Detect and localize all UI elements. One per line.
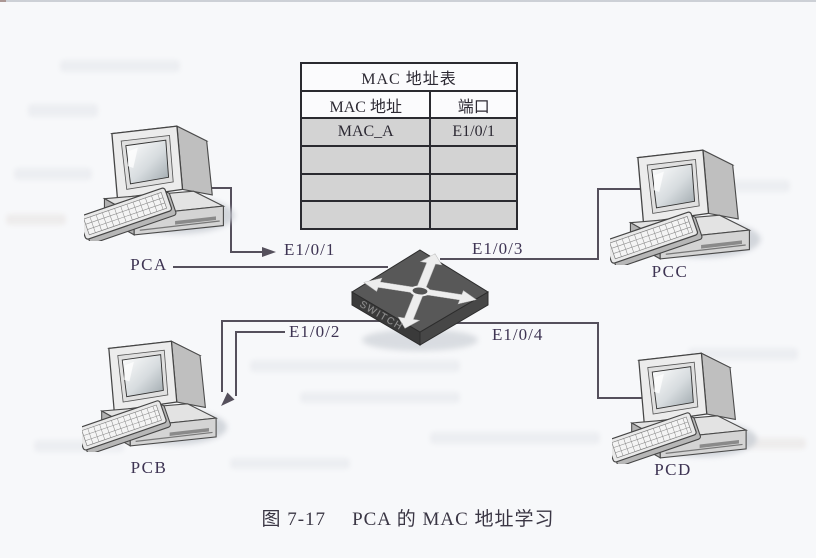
mac-table-cell-port bbox=[431, 147, 516, 173]
bleed-through-smudge bbox=[746, 438, 806, 449]
computer-icon bbox=[82, 318, 234, 452]
mac-table-cell-port bbox=[431, 202, 516, 228]
frame-arrowhead-to-e101-icon bbox=[262, 247, 276, 257]
bleed-through-smudge bbox=[430, 432, 600, 444]
bleed-through-smudge bbox=[60, 60, 180, 72]
switch-icon: SWITCH bbox=[351, 249, 489, 351]
mac-table-cell-mac bbox=[302, 174, 432, 201]
bleed-through-smudge bbox=[28, 104, 98, 117]
pc-label-pca: PCA bbox=[130, 255, 168, 274]
mac-table-cell-mac bbox=[302, 147, 432, 173]
frame-arrow-pcb-h bbox=[236, 331, 285, 333]
port-label-e101: E1/0/1 bbox=[284, 240, 336, 259]
bleed-through-smudge bbox=[6, 214, 66, 225]
mac-table-header-port: 端口 bbox=[457, 98, 490, 116]
mac-table-row bbox=[302, 202, 516, 229]
switch-node: SWITCH bbox=[342, 240, 492, 358]
bleed-through-smudge bbox=[250, 360, 460, 372]
pc-label-pcb: PCB bbox=[130, 458, 168, 477]
mac-table-row bbox=[302, 174, 516, 203]
link-switch-pcc-vertical bbox=[597, 189, 599, 260]
link-switch-pcd-vertical bbox=[597, 322, 599, 399]
mac-table-cell-mac: MAC_A bbox=[302, 119, 432, 146]
computer-icon bbox=[610, 126, 768, 265]
mac-table-title: MAC 地址表 bbox=[302, 64, 516, 92]
figure-caption-title: PCA 的 MAC 地址学习 bbox=[352, 509, 555, 530]
link-pcd-stub bbox=[597, 397, 645, 399]
pc-pcc bbox=[610, 126, 768, 265]
mac-table-row bbox=[302, 147, 516, 175]
link-switch-pcb-vertical bbox=[221, 320, 223, 392]
pc-pcd bbox=[612, 330, 764, 464]
port-label-e103: E1/0/3 bbox=[472, 239, 524, 258]
mac-table-header-row: MAC 地址 端口 bbox=[302, 91, 516, 120]
mac-address-table: MAC 地址表 MAC 地址 端口 MAC_A E1/0/1 bbox=[300, 62, 518, 230]
mac-table-header-mac: MAC 地址 bbox=[302, 91, 432, 118]
pc-label-pcd: PCD bbox=[654, 460, 692, 479]
computer-icon bbox=[84, 102, 242, 241]
pc-label-pcc: PCC bbox=[651, 262, 689, 281]
port-label-e104: E1/0/4 bbox=[492, 325, 544, 344]
mac-table-row: MAC_A E1/0/1 bbox=[302, 119, 516, 148]
link-switch-pcb-horizontal bbox=[223, 320, 390, 322]
frame-arrow-pcb-v bbox=[235, 331, 237, 396]
figure-caption: 图 7-17 PCA 的 MAC 地址学习 bbox=[0, 504, 816, 531]
mac-table-cell-mac bbox=[302, 202, 432, 229]
link-pca-switch bbox=[173, 266, 388, 268]
computer-icon bbox=[612, 330, 764, 464]
bleed-through-smudge bbox=[300, 392, 460, 403]
pc-pcb bbox=[82, 318, 234, 452]
bleed-through-smudge bbox=[230, 458, 350, 469]
port-label-e102: E1/0/2 bbox=[289, 322, 341, 341]
pc-pca bbox=[84, 102, 242, 241]
bleed-through-smudge bbox=[14, 168, 92, 180]
link-switch-pcc-horizontal bbox=[440, 258, 599, 260]
figure-caption-number: 图 7-17 bbox=[261, 509, 327, 530]
bleed-through-smudge bbox=[688, 348, 798, 360]
frame-arrow-pca-tail bbox=[230, 251, 263, 253]
mac-table-cell-port: E1/0/1 bbox=[452, 123, 496, 141]
link-pcc-stub bbox=[597, 188, 642, 190]
mac-table-cell-port bbox=[431, 175, 516, 201]
link-switch-pcd-horizontal bbox=[440, 322, 599, 324]
